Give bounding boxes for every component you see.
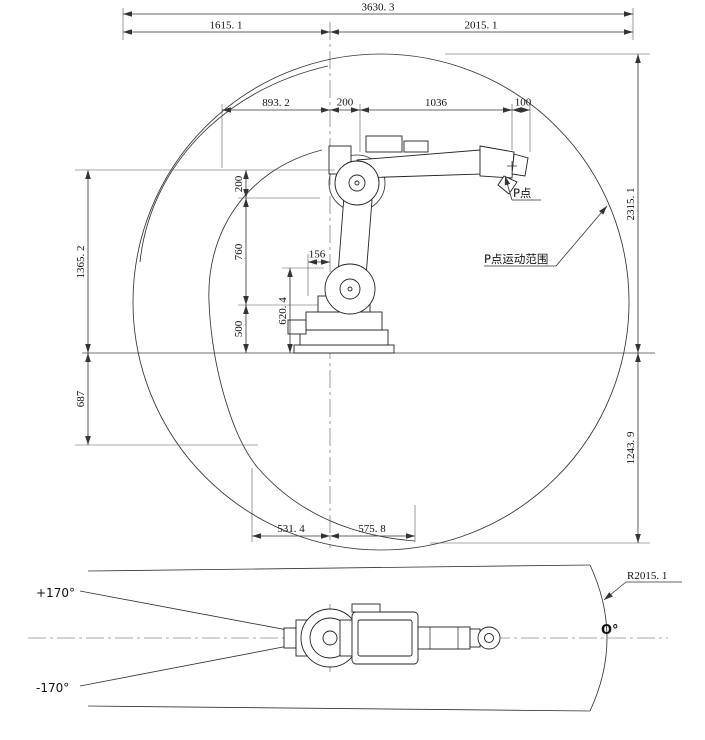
p-range-label: P点运动范围 xyxy=(484,252,548,266)
robot-side-view xyxy=(287,135,529,354)
envelope-outer-arc xyxy=(132,53,630,551)
dim-bottom-left-text: 531. 4 xyxy=(277,523,305,535)
rotation-zero-label: O° xyxy=(601,623,619,638)
rotation-radius-arc xyxy=(589,564,608,712)
robot-flange xyxy=(511,153,529,177)
rotation-envelope xyxy=(79,564,608,712)
robot-top-view xyxy=(283,603,501,668)
annotation-p-point: P点 xyxy=(504,175,541,201)
dim-center-offset: 156 xyxy=(307,249,330,296)
p-point-label: P点 xyxy=(513,186,531,200)
dim-below-base: 687 xyxy=(75,353,258,446)
annotation-p-range: P点运动范围 xyxy=(484,205,608,267)
dim-left-reach-text: 1615. 1 xyxy=(210,20,243,32)
rotation-limit-plus-label: +170° xyxy=(36,586,75,600)
dim-forearm-reach-text: 1036 xyxy=(425,97,448,109)
robot-wrist xyxy=(479,145,515,179)
dim-left-reach: 1615. 1 xyxy=(123,20,330,35)
dim-center-offset-text: 156 xyxy=(309,249,326,261)
dim-bottom-right-text: 575. 8 xyxy=(358,523,386,535)
robot-arm-top xyxy=(417,626,471,650)
dim-shoulder-height-text: 620. 4 xyxy=(277,297,289,325)
dim-upper-arm-length-text: 760 xyxy=(233,243,245,260)
dim-lower-range-text: 1243. 9 xyxy=(625,431,637,465)
dim-upper-arm-length: 760 xyxy=(233,198,318,306)
dim-p-height: 1365. 2 xyxy=(75,169,335,353)
annotation-radius: R2015. 1 xyxy=(603,570,682,601)
dim-bottom-left: 531. 4 xyxy=(251,468,330,542)
dim-base-height: 500 xyxy=(233,305,249,353)
rotation-band-bottom-edge xyxy=(87,705,591,712)
dim-arm-offset: 200 xyxy=(233,170,320,199)
rotation-band-top-edge xyxy=(87,564,591,572)
envelope-inner-arc xyxy=(208,149,323,469)
envelope-upper-left-arc xyxy=(139,65,329,263)
dim-arm-offset-text: 200 xyxy=(233,175,245,192)
dim-upper-height-text: 2315. 1 xyxy=(625,188,637,221)
dim-total-width: 3630. 3 xyxy=(122,2,634,40)
dim-p-height-text: 1365. 2 xyxy=(75,246,87,279)
dim-below-base-text: 687 xyxy=(75,390,87,407)
dim-flange-offset: 100 xyxy=(512,97,532,152)
dim-base-height-text: 500 xyxy=(233,320,245,337)
rotation-radius-label: R2015. 1 xyxy=(627,570,667,582)
dim-right-reach: 2015. 1 xyxy=(330,20,633,35)
dim-flange-offset-text: 100 xyxy=(515,97,532,109)
dim-elbow-offset: 200 xyxy=(330,97,361,152)
dim-elbow-offset-text: 200 xyxy=(337,97,354,109)
dim-right-reach-text: 2015. 1 xyxy=(465,20,498,32)
dim-rear-reach: 893. 2 xyxy=(221,97,330,168)
dim-shoulder-height: 620. 4 xyxy=(277,267,324,353)
dim-upper-height: 2315. 1 xyxy=(445,53,650,353)
dim-bottom-right: 575. 8 xyxy=(330,505,416,542)
working-envelope xyxy=(132,53,630,551)
dim-total-width-text: 3630. 3 xyxy=(362,2,396,14)
dim-rear-reach-text: 893. 2 xyxy=(262,97,290,109)
dim-lower-range: 1243. 9 xyxy=(430,353,650,544)
rotation-limit-minus-label: -170° xyxy=(36,681,69,695)
